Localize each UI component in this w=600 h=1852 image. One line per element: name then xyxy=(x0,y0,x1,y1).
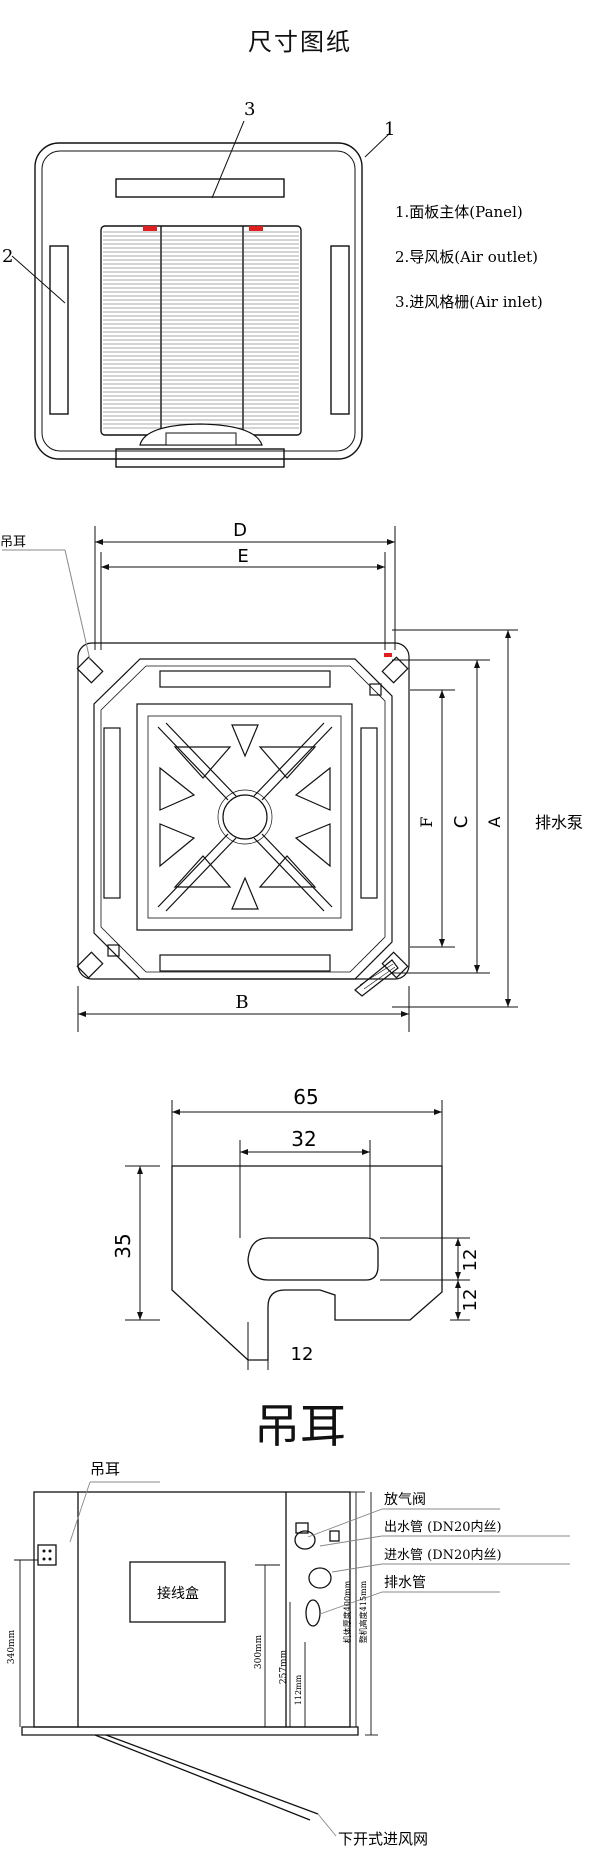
side-hanger-label: 吊耳 xyxy=(90,1460,120,1478)
hanger-label: 吊耳 xyxy=(0,535,26,550)
drain-pump-label: 排水泵 xyxy=(535,813,583,832)
callout-1: 1 xyxy=(384,119,395,140)
legend-air-inlet: 3.进风格栅(Air inlet) xyxy=(395,293,543,311)
red-marker-right xyxy=(249,226,263,231)
unit-body-octagon xyxy=(93,658,393,980)
bracket-caption: 吊耳 xyxy=(254,1399,346,1453)
hanger-lug-bl xyxy=(76,951,104,979)
dim-A: A xyxy=(485,816,504,827)
callout-2: 2 xyxy=(2,246,13,267)
air-outlet-left xyxy=(49,245,69,415)
legend-air-outlet: 2.导风板(Air outlet) xyxy=(395,248,538,266)
panel-inner-frame xyxy=(41,150,356,452)
dim-32: 32 xyxy=(291,1127,316,1151)
unit-side-view: 吊耳 接线盒 放气阀 出水管 (DN20内丝) 进水管 (DN20内丝) 排水管… xyxy=(7,1460,570,1848)
dim-300: 300mm xyxy=(254,1634,264,1669)
dim-12-bottom: 12 xyxy=(291,1344,314,1365)
dim-257: 257mm xyxy=(279,1649,289,1684)
outlet-right xyxy=(360,727,378,899)
bracket-slot xyxy=(247,1237,379,1281)
hanger-lug-tl xyxy=(76,656,104,684)
dim-B: B xyxy=(235,992,248,1013)
dim-35: 35 xyxy=(111,1233,135,1258)
water-out-label: 出水管 (DN20内丝) xyxy=(384,1519,502,1535)
dim-65: 65 xyxy=(293,1085,318,1109)
hanger-lug-tr xyxy=(381,656,409,684)
grille-center-hub xyxy=(222,794,268,840)
air-outlet-top xyxy=(115,178,285,198)
dim-12-upper: 12 xyxy=(460,1249,481,1272)
hanger-bracket-detail: 65 32 35 12 12 12 xyxy=(111,1085,481,1370)
junction-box xyxy=(129,1561,226,1623)
drain-label: 排水管 xyxy=(384,1575,426,1591)
red-marker-left xyxy=(143,226,157,231)
dim-D: D xyxy=(233,520,247,541)
grille-frame xyxy=(136,703,353,931)
dim-12-lower: 12 xyxy=(460,1289,481,1312)
air-vent-label: 放气阀 xyxy=(384,1492,426,1508)
dim-340: 340mm xyxy=(7,1629,17,1664)
bottom-panel xyxy=(21,1726,359,1736)
drop-down-return-grille xyxy=(94,1734,319,1821)
air-outlet-bottom xyxy=(115,448,285,468)
panel-front-view: 3 1 2 1.面板主体(Panel) 2.导风板(Air outlet) 3.… xyxy=(2,99,543,468)
dim-F: F xyxy=(417,816,436,827)
dim-E: E xyxy=(237,546,248,567)
unit-bottom-view: D E B F C A 吊耳 排水泵 xyxy=(0,520,583,1032)
body-height-label: 机体厚度400mm xyxy=(342,1580,352,1643)
return-grille-label: 下开式进风网 xyxy=(338,1830,428,1848)
page-title: 尺寸图纸 xyxy=(248,28,352,56)
outlet-left xyxy=(103,727,121,899)
junction-box-label: 接线盒 xyxy=(157,1585,199,1602)
total-height-label: 整机高度415mm xyxy=(358,1580,368,1643)
air-inlet-grille xyxy=(100,225,302,436)
water-in-label: 进水管 (DN20内丝) xyxy=(384,1547,502,1563)
bracket-outline xyxy=(171,1165,443,1361)
air-outlet-right xyxy=(330,245,350,415)
legend-panel: 1.面板主体(Panel) xyxy=(395,203,523,221)
side-hanger-lug xyxy=(37,1544,57,1566)
outlet-top xyxy=(159,670,331,688)
panel-outer-frame xyxy=(34,142,363,460)
drain-pump xyxy=(354,959,399,997)
dim-112: 112mm xyxy=(294,1674,303,1705)
dim-C: C xyxy=(451,816,472,829)
outlet-bottom xyxy=(159,954,331,972)
callout-3: 3 xyxy=(244,99,255,120)
grille-slats xyxy=(103,231,299,429)
unit-outer-outline xyxy=(77,642,410,980)
